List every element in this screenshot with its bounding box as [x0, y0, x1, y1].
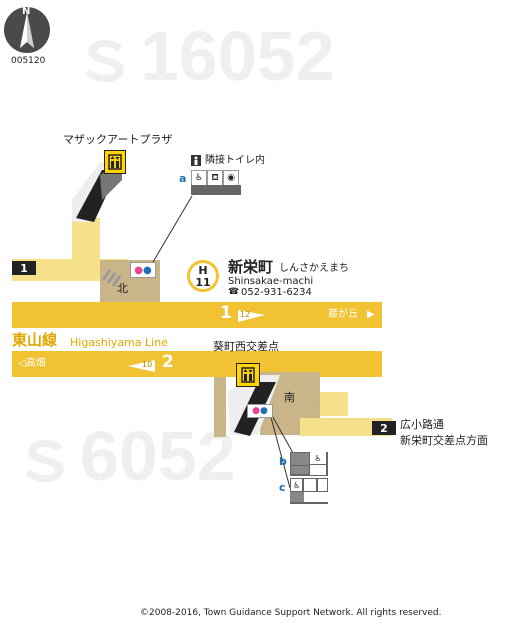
facility-group-c-label: c — [279, 481, 286, 494]
platform-2 — [12, 351, 382, 377]
toilet-small-icon — [191, 155, 201, 166]
elevator-icon-south — [236, 363, 260, 387]
station-name-kana: しんさかえまち — [279, 263, 349, 274]
exit-2-label-line2: 新栄町交差点方面 — [400, 434, 488, 447]
prev-station-number: 10 — [142, 360, 153, 369]
line-letter: H — [198, 264, 208, 277]
facility-group-b-label: b — [279, 455, 287, 468]
copyright: ©2008-2016, Town Guidance Support Networ… — [140, 608, 442, 618]
station-name-en: Shinsakae-machi — [228, 276, 314, 287]
platform-2-direction: ◁高畑 — [18, 358, 46, 369]
facility-group-b: ♿ — [290, 452, 328, 476]
exit-2-label-line1: 広小路通 — [400, 418, 444, 431]
toilet-icon-south: ●● — [247, 404, 273, 418]
ostomate-icon: ⛾ — [207, 170, 223, 186]
phone-icon: ☎ — [228, 287, 240, 297]
north-label: 北 — [117, 282, 128, 295]
platform-2-number: 2 — [162, 352, 174, 372]
station-number-badge: H 11 — [187, 260, 219, 292]
line-name-jp: 東山線 — [12, 331, 58, 349]
line-name-en: Higashiyama Line — [70, 336, 168, 349]
wheelchair-icon-b: ♿ — [310, 452, 326, 464]
platform-1-direction: 藤が丘 — [328, 309, 358, 320]
north-passage — [72, 218, 100, 262]
watermark: ｓ16052 ｓ6052 — [10, 17, 335, 495]
station-name-jp: 新栄町 — [228, 258, 274, 276]
elevator-icon-north — [104, 150, 126, 174]
direction-arrow-west — [128, 360, 155, 372]
baby-icon: ◉ — [223, 170, 239, 186]
toilet-icon-north: ●● — [130, 262, 156, 278]
mazak-label: マザックアートプラザ — [63, 133, 173, 146]
svg-text:ｓ16052: ｓ16052 — [70, 17, 335, 95]
direction-arrow-icon: ▶ — [367, 309, 375, 320]
toilet-note: 隣接トイレ内 — [205, 155, 265, 166]
platform-1 — [12, 302, 382, 328]
compass-label: N — [22, 6, 31, 17]
aoicho-label: 葵町西交差点 — [213, 340, 279, 353]
wheelchair-icon-c: ♿ — [291, 479, 303, 491]
facility-group-a-label: a — [179, 172, 187, 185]
exit2-passage — [300, 418, 392, 436]
station-number: 11 — [195, 276, 211, 289]
south-label: 南 — [284, 391, 295, 404]
facility-group-a: ♿ ⛾ ◉ — [191, 170, 241, 195]
platform-1-number: 1 — [220, 303, 232, 323]
compass-icon — [4, 7, 50, 53]
direction-arrow-east — [238, 310, 265, 322]
map-id: 005120 — [11, 56, 46, 66]
exit-1-badge: 1 — [12, 261, 36, 275]
exit-2-badge: 2 — [372, 421, 396, 435]
svg-text:ｓ6052: ｓ6052 — [10, 417, 236, 495]
station-phone: 052-931-6234 — [241, 287, 312, 298]
next-station-number: 12 — [240, 310, 251, 319]
exit1-passage — [12, 259, 128, 281]
facility-group-c: ♿ — [290, 478, 328, 504]
wheelchair-icon: ♿ — [191, 170, 207, 186]
